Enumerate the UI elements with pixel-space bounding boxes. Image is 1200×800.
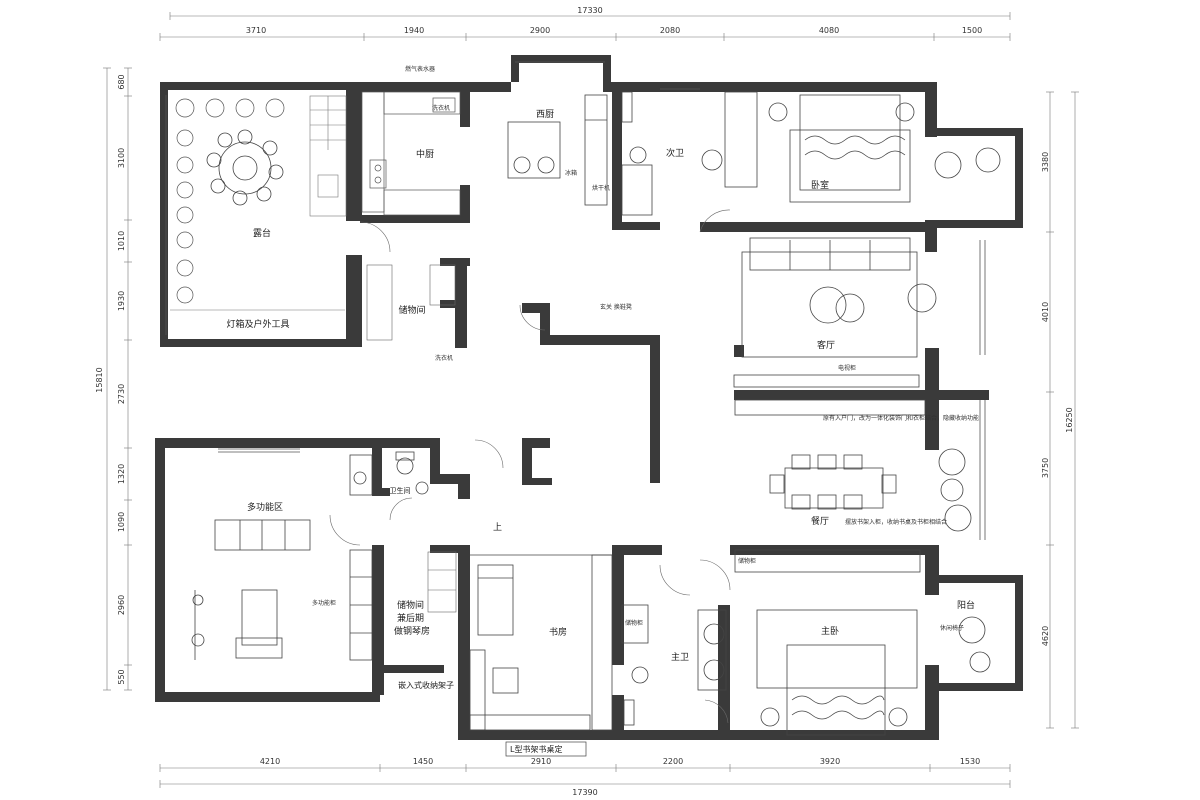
- storage-line3: 做钢琴房: [394, 625, 430, 637]
- multi-function-furniture: [191, 519, 373, 661]
- label-living-room: 客厅: [817, 339, 835, 351]
- label-dining: 餐厅: [811, 515, 829, 527]
- plan-notes: 燃气表水器 洗衣机 冰箱 烘干机 洗衣机 玄关 换鞋凳 电视柜 原有入户门，改为…: [312, 65, 979, 754]
- secondary-bath-fixtures: [621, 91, 758, 216]
- label-study: 书房: [549, 626, 567, 638]
- top-dim-1: 3710: [246, 26, 266, 35]
- left-dim-5: 2730: [117, 384, 126, 404]
- l-shelf-label-box: [505, 741, 587, 757]
- label-balcony: 阳台: [957, 599, 975, 611]
- storage-line2: 兼后期: [397, 612, 424, 624]
- left-dim-6: 1320: [117, 464, 126, 484]
- label-western-kitchen: 西厨: [536, 109, 554, 120]
- doors: [329, 209, 731, 724]
- right-dim-3: 3750: [1041, 458, 1050, 478]
- kitchen-counters: [361, 91, 461, 216]
- right-dim-4: 4620: [1041, 626, 1050, 646]
- right-total-dim: 16250: [1065, 407, 1074, 432]
- note-storage-rack: 嵌入式收纳架子: [398, 680, 454, 690]
- left-dim-4: 1930: [117, 291, 126, 311]
- note-entry: 玄关 换鞋凳: [600, 303, 632, 311]
- room-labels: 露台 灯箱及户外工具 中厨 西厨 次卫 卧室 客厅 储物间 多功能区 卫生间 储…: [226, 109, 975, 663]
- left-dim-9: 550: [117, 669, 126, 684]
- top-dim-4: 2080: [660, 26, 680, 35]
- label-secondary-bath: 次卫: [666, 147, 684, 159]
- label-master-bath: 主卫: [671, 651, 689, 663]
- left-dim-3: 1010: [117, 231, 126, 251]
- top-dim-6: 1500: [962, 26, 982, 35]
- left-dim-8: 2960: [117, 595, 126, 615]
- label-storage-room: 储物间: [398, 304, 425, 316]
- note-dryer: 烘干机: [592, 184, 610, 192]
- bottom-dim-6: 1530: [960, 757, 980, 766]
- terrace-shelf: [170, 95, 347, 311]
- bottom-dim-1: 4210: [260, 757, 280, 766]
- label-chinese-kitchen: 中厨: [416, 148, 434, 160]
- master-bath-fixtures: [621, 604, 727, 726]
- label-storage-piano: 储物间 兼后期 做钢琴房: [394, 599, 430, 637]
- note-master-cabinet: 储物柜: [738, 557, 756, 565]
- left-dim-7: 1090: [117, 512, 126, 532]
- right-dim-1: 3380: [1041, 152, 1050, 172]
- walls: [155, 55, 1023, 740]
- round-table-set: [206, 129, 284, 206]
- bath-fixtures: [349, 451, 429, 496]
- top-dim-5: 4080: [819, 26, 839, 35]
- label-master-bedroom: 主卧: [821, 625, 839, 637]
- right-dim-2: 4010: [1041, 302, 1050, 322]
- windows: [165, 61, 986, 540]
- storage-room-shelves: [366, 264, 457, 613]
- study-furniture: [469, 554, 613, 731]
- storage-line1: 储物间: [397, 599, 424, 611]
- note-l-shelf: L型书架书桌定: [510, 744, 562, 754]
- bottom-dim-5: 3920: [820, 757, 840, 766]
- note-up: 上: [493, 522, 502, 533]
- note-balcony: 休闲椅子: [940, 624, 964, 632]
- bedroom-bed: [768, 94, 1001, 203]
- dining-table: [734, 399, 972, 573]
- note-washing: 洗衣机: [432, 104, 450, 112]
- note-fridge: 冰箱: [565, 169, 577, 177]
- bottom-total-dim: 17390: [572, 788, 597, 797]
- note-bath-cab: 储物柜: [625, 619, 643, 627]
- western-kitchen: [507, 94, 608, 206]
- note-multi-cab: 多功能柜: [312, 599, 336, 607]
- note-gas-meter: 燃气表水器: [405, 65, 435, 73]
- note-dining-2: 摆放书架入柜，收纳书桌及书柜相结合: [845, 518, 947, 526]
- bottom-dim-4: 2200: [663, 757, 683, 766]
- top-total-dim: 17330: [577, 6, 602, 15]
- note-washer-tag: 洗衣机: [435, 354, 453, 362]
- bottom-dim-3: 2910: [531, 757, 551, 766]
- terrace-plants: [175, 98, 285, 304]
- master-bed: [756, 609, 991, 736]
- living-room-furniture: [733, 237, 937, 388]
- label-multi-zone: 多功能区: [247, 501, 283, 513]
- label-bath-top: 卫生间: [390, 486, 411, 495]
- bottom-dim-2: 1450: [413, 757, 433, 766]
- label-terrace-storage: 灯箱及户外工具: [226, 318, 289, 330]
- left-total-dim: 15810: [95, 367, 104, 392]
- left-dim-1: 680: [117, 74, 126, 89]
- label-bedroom: 卧室: [811, 179, 829, 191]
- dimension-lines: 17330 3710 1940 2900 2080 4080 1500: [95, 6, 1079, 797]
- note-tv-cabinet: 电视柜: [838, 364, 856, 372]
- top-dim-2: 1940: [404, 26, 424, 35]
- top-dim-3: 2900: [530, 26, 550, 35]
- label-terrace: 露台: [253, 227, 271, 239]
- left-dim-2: 3100: [117, 148, 126, 168]
- note-dining-1: 原有入户门，改为一体化装饰门和衣柜结合，隐藏收纳功能: [823, 414, 979, 422]
